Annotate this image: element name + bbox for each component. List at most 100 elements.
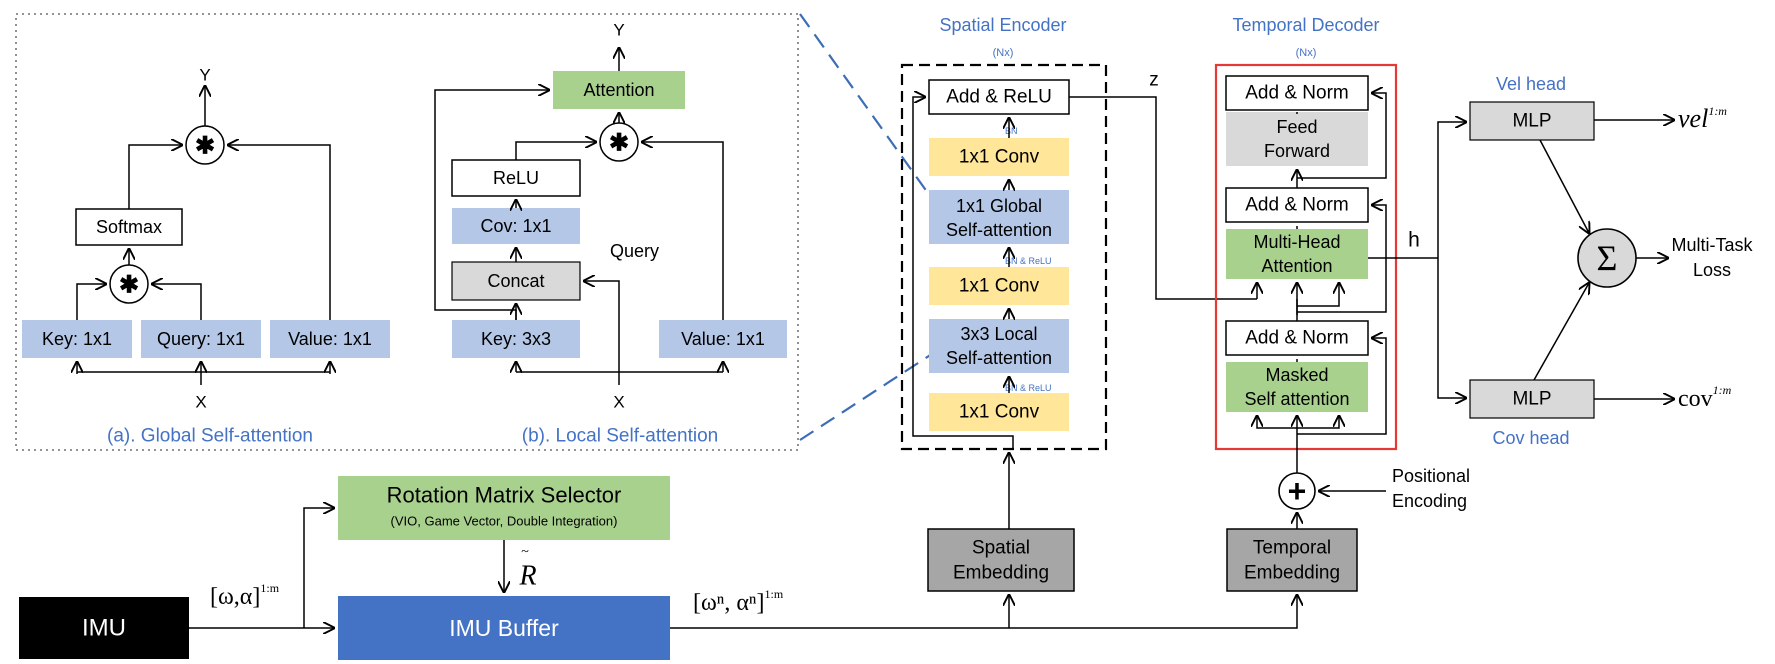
local-value-block	[659, 320, 787, 358]
vel-head-label: Vel head	[1496, 74, 1566, 94]
global-y-label: Y	[199, 66, 210, 85]
rotation-selector-subtitle: (VIO, Game Vector, Double Integration)	[391, 514, 618, 529]
raw-input-label: [ω,α]1:m	[210, 581, 280, 610]
h-label: h	[1408, 229, 1420, 252]
local-relu-block	[451, 159, 581, 197]
encoder-conv-mid-label: 1x1 Conv	[959, 276, 1040, 297]
decoder-ff-block	[1226, 112, 1368, 166]
decoder-title: Temporal Decoder	[1232, 15, 1379, 35]
global-x-label: X	[195, 393, 206, 412]
global-softmax-label: Softmax	[96, 217, 162, 237]
decoder-add-norm-bottom-block	[1225, 320, 1369, 356]
global-key-label: Key: 1x1	[42, 329, 112, 349]
global-query-block	[141, 320, 261, 358]
spatial-embedding-line2: Embedding	[953, 563, 1049, 584]
spatial-embedding-block	[927, 528, 1075, 592]
decoder-add-norm-mid-label: Add & Norm	[1245, 195, 1348, 216]
global-query-label: Query: 1x1	[157, 329, 245, 349]
temporal-embedding-line2: Embedding	[1244, 563, 1340, 584]
encoder-conv-top-block	[929, 138, 1069, 176]
temporal-embedding-block	[1226, 528, 1358, 592]
local-concat-block	[451, 261, 581, 301]
local-caption: (b). Local Self-attention	[522, 426, 718, 447]
temporal-decoder: Temporal Decoder (Nx) Add & Norm Feed Fo…	[1214, 15, 1470, 592]
output-heads: h Vel head MLP MLP Cov head vel1:m cov1:…	[1368, 74, 1754, 448]
loss-line2: Loss	[1693, 260, 1731, 280]
encoder-bn-label: BN	[1005, 126, 1018, 136]
decoder-masked-line1: Masked	[1265, 365, 1328, 385]
decoder-nx: (Nx)	[1296, 47, 1317, 59]
spatial-encoder: Spatial Encoder (Nx) Add & ReLU BN 1x1 C…	[900, 15, 1257, 592]
decoder-ff-line1: Feed	[1276, 117, 1317, 137]
decoder-masked-line2: Self attention	[1244, 389, 1349, 409]
decoder-add-norm-top-block	[1225, 75, 1369, 111]
encoder-add-relu-label: Add & ReLU	[946, 87, 1052, 108]
global-caption: (a). Global Self-attention	[107, 426, 313, 447]
encoder-conv-mid-block	[929, 267, 1069, 305]
encoder-bn-relu-label-2: BN & ReLU	[1005, 383, 1052, 393]
local-concat-label: Concat	[487, 271, 544, 291]
zoom-connector-top	[799, 13, 941, 211]
vel-output-label: vel1:m	[1678, 104, 1727, 133]
encoder-local-sa-line2: Self-attention	[946, 348, 1052, 368]
encoder-dashed-border	[900, 63, 1108, 451]
positional-encoding-line2: Encoding	[1392, 491, 1467, 511]
encoder-local-sa-block	[929, 319, 1069, 373]
local-relu-label: ReLU	[493, 168, 539, 188]
temporal-embedding-line1: Temporal	[1253, 538, 1331, 559]
imu-label: IMU	[82, 615, 126, 642]
global-value-label: Value: 1x1	[288, 329, 372, 349]
r-label: R	[518, 561, 536, 592]
inset-panel	[15, 13, 799, 451]
loss-line1: Multi-Task	[1671, 235, 1753, 255]
mlp-top-block	[1469, 101, 1595, 141]
encoder-nx: (Nx)	[993, 47, 1014, 59]
encoder-bn-relu-label-1: BN & ReLU	[1005, 256, 1052, 266]
local-query-label: Query	[610, 241, 659, 261]
mlp-bottom-label: MLP	[1512, 389, 1551, 410]
local-attention-label: Attention	[583, 80, 654, 100]
imu-buffer-label: IMU Buffer	[449, 615, 559, 641]
rotation-selector-block	[338, 476, 670, 540]
decoder-masked-sa-block	[1226, 362, 1368, 412]
global-value-block	[270, 320, 390, 358]
local-y-label: Y	[613, 21, 624, 40]
mlp-bottom-block	[1469, 379, 1595, 419]
buffered-input-label: [ωⁿ, αⁿ]1:m	[693, 587, 784, 616]
encoder-z-label: z	[1149, 70, 1159, 91]
local-conv-block	[452, 208, 580, 244]
local-attention-block	[553, 71, 685, 109]
rotation-selector-title: Rotation Matrix Selector	[387, 483, 622, 508]
zoom-connector-bottom	[799, 351, 936, 441]
global-self-attention-diagram: Key: 1x1 Query: 1x1 Value: 1x1 Softmax ✱…	[22, 66, 390, 447]
spatial-embedding-line1: Spatial	[972, 538, 1030, 559]
local-value-label: Value: 1x1	[681, 329, 765, 349]
positional-encoding-line1: Positional	[1392, 466, 1470, 486]
local-self-attention-diagram: Attention ✱ ReLU Cov: 1x1 Concat Query K…	[434, 21, 787, 447]
encoder-local-sa-line1: 3x3 Local	[960, 324, 1037, 344]
global-key-block	[22, 320, 132, 358]
decoder-add-norm-bottom-label: Add & Norm	[1245, 328, 1348, 349]
local-key-block	[452, 320, 580, 358]
encoder-global-sa-line2: Self-attention	[946, 220, 1052, 240]
encoder-conv-bottom-label: 1x1 Conv	[959, 402, 1040, 423]
decoder-mha-line2: Attention	[1261, 256, 1332, 276]
local-mult-symbol: ✱	[609, 130, 629, 157]
decoder-add-norm-mid-block	[1225, 187, 1369, 223]
local-x-label: X	[613, 393, 624, 412]
mlp-top-label: MLP	[1512, 111, 1551, 132]
decoder-mha-line1: Multi-Head	[1253, 232, 1340, 252]
r-tilde: ~	[521, 545, 529, 560]
global-mult-upper-symbol: ✱	[195, 133, 215, 160]
decoder-plus-symbol: +	[1288, 473, 1307, 509]
decoder-mha-block	[1226, 229, 1368, 279]
local-key-label: Key: 3x3	[481, 329, 551, 349]
cov-output-label: cov1:m	[1678, 383, 1732, 412]
decoder-add-norm-top-label: Add & Norm	[1245, 83, 1348, 104]
encoder-global-sa-block	[929, 190, 1069, 244]
local-conv-label: Cov: 1x1	[480, 216, 551, 236]
encoder-title: Spatial Encoder	[939, 15, 1066, 35]
global-mult-lower-symbol: ✱	[119, 272, 139, 299]
encoder-conv-bottom-block	[929, 393, 1069, 431]
